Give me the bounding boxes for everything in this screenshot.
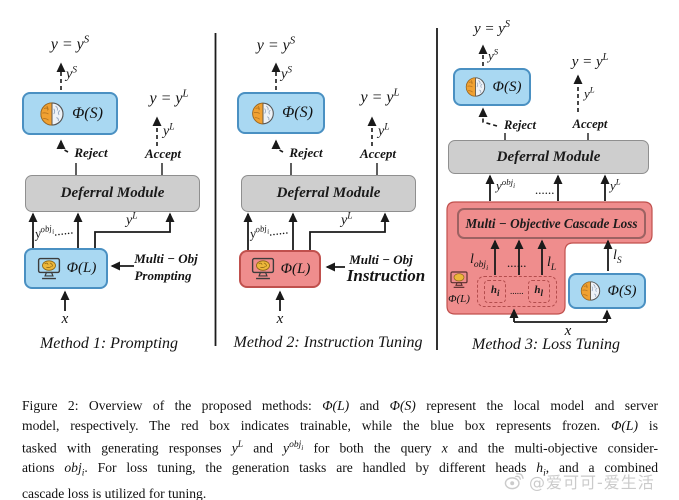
m3-cascade-loss-box: Multi − Objective Cascade Loss [457, 208, 646, 239]
figure-caption-line: cascade loss is utilized for tuning. [22, 486, 207, 500]
m3-yobj-label: yobji [496, 176, 515, 193]
m3-yl-label: yL [584, 84, 595, 101]
m1-yl-label: yL [163, 122, 175, 139]
watermark-text: @爱可可-爱生活 [529, 473, 655, 492]
m1-output-yl-label: y = yL [149, 87, 189, 107]
m1-deferral-module-box: Deferral Module [25, 175, 200, 212]
m2-server-model-box: Φ(S) [237, 92, 325, 134]
brain-icon [580, 281, 600, 301]
m2-local-model-box: Φ(L) [239, 250, 321, 288]
m1-reject-label: Reject [74, 145, 108, 160]
m2-accept-label: Accept [359, 146, 397, 161]
m3-caption: Method 3: Loss Tuning [471, 336, 621, 353]
figure-caption-line: ations obji. For loss tuning, the genera… [22, 460, 658, 479]
m3-l-obj-label: lobji [470, 252, 489, 272]
figure-caption-line: tasked with generating responses yL and … [22, 440, 658, 456]
method1-arrows [28, 62, 175, 311]
m2-side-label-line1: Multi − Obj [349, 252, 413, 267]
m3-local-model-icon [449, 271, 469, 294]
weibo-icon [504, 472, 524, 490]
figure-caption-line: Figure 2: Overview of the proposed metho… [22, 398, 658, 413]
method2-arrows [243, 62, 390, 311]
m1-output-ys-label: y = yS [50, 33, 90, 53]
cascade-loss-label: Multi − Objective Cascade Loss [465, 215, 638, 231]
figure-caption-line: model, respectively. The red box indicat… [22, 417, 659, 433]
m2-reject-label: Reject [289, 145, 323, 160]
phi-l-label: Φ(L) [280, 260, 311, 277]
heads-dots-label: ...... [510, 285, 524, 296]
deferral-module-label: Deferral Module [60, 185, 165, 201]
phi-s-label: Φ(S) [607, 282, 637, 299]
deferral-module-label: Deferral Module [496, 148, 601, 165]
m3-x-label: x [564, 323, 572, 339]
m3-l-L-label: lL [547, 255, 557, 273]
head-i-box: hi [484, 280, 507, 303]
m1-side-label-line1: Multi − Obj [134, 251, 198, 266]
m3-deferral-module-box: Deferral Module [448, 140, 649, 174]
computer-icon [251, 257, 274, 280]
m1-accept-label: Accept [144, 146, 182, 161]
m3-l-S-label: lS [613, 248, 622, 266]
figure-caption: Figure 2: Overview of the proposed metho… [22, 396, 658, 500]
m3-dots-loss-label: ...... [507, 255, 527, 270]
m1-local-model-box: Φ(L) [24, 248, 108, 289]
m3-ys-label: yS [488, 46, 499, 63]
m1-x-label: x [61, 311, 69, 327]
m2-output-ys-label: y = yS [256, 34, 296, 54]
m2-yl-label: yL [378, 122, 390, 139]
phi-s-label: Φ(S) [492, 78, 522, 95]
m3-dots-label: ...... [535, 182, 555, 197]
trainable-region-shape [446, 201, 653, 315]
m3-accept-label: Accept [572, 117, 608, 131]
m1-ys-label: yS [66, 65, 77, 82]
m1-side-label-line2: Prompting [134, 268, 192, 283]
m1-yl-mid-label: yL [126, 211, 138, 228]
computer-icon [450, 271, 468, 288]
brain-icon [252, 102, 274, 124]
phi-s-label: Φ(S) [72, 104, 103, 122]
m3-server-model-box: Φ(S) [453, 68, 531, 106]
m1-server-model-box: Φ(S) [22, 92, 118, 135]
m2-yl-mid-label: yL [341, 211, 353, 228]
m2-deferral-module-box: Deferral Module [241, 175, 416, 212]
m2-x-label: x [276, 311, 284, 327]
m3-server-model-box-bottom: Φ(S) [568, 273, 646, 309]
m2-caption: Method 2: Instruction Tuning [233, 334, 423, 351]
m2-output-yl-label: y = yL [360, 86, 400, 106]
phi-l-label: Φ(L) [66, 260, 97, 276]
brain-icon [465, 77, 485, 97]
computer-icon [37, 257, 60, 279]
m3-reject-label: Reject [504, 118, 536, 132]
method3-arrows [478, 44, 613, 323]
deferral-module-label: Deferral Module [276, 185, 381, 201]
m3-yl-mid-label: yL [610, 176, 621, 193]
head-l-box: hl [527, 280, 550, 303]
m3-output-ys-label: y = yS [473, 19, 511, 37]
m2-side-label-line2: Instruction [346, 266, 426, 285]
m1-caption: Method 1: Prompting [39, 335, 179, 352]
brain-icon [40, 101, 64, 126]
m3-heads-box: hi ...... hl [477, 276, 557, 307]
m3-phi-l-small-label: Φ(L) [448, 293, 470, 305]
m2-ys-label: yS [281, 65, 292, 82]
phi-s-label: Φ(S) [282, 104, 313, 121]
m3-output-yl-label: y = yL [571, 52, 609, 70]
watermark: @爱可可-爱生活 [504, 469, 655, 493]
